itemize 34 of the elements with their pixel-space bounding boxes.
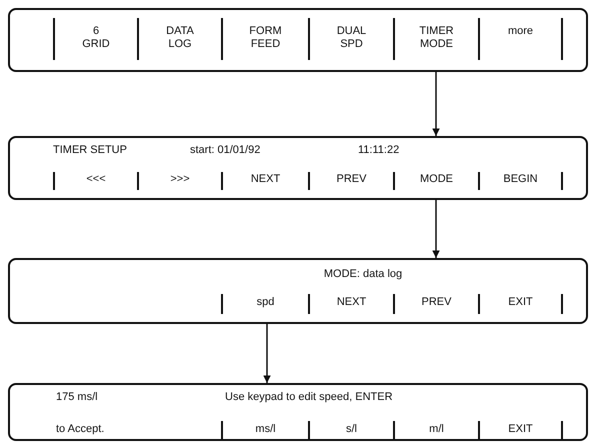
softkey-label: PREV <box>422 296 452 309</box>
softkey-label: NEXT <box>250 173 280 186</box>
screen-text: Use keypad to edit speed, ENTER <box>225 391 393 404</box>
softkey-label: DUAL SPD <box>336 25 368 51</box>
softkey-label: >>> <box>170 173 190 186</box>
screen-text: TIMER SETUP <box>53 144 127 157</box>
softkey-label: MODE <box>420 173 453 186</box>
screen-text: 175 ms/l <box>56 391 98 404</box>
screen-text: start: 01/01/92 <box>190 144 260 157</box>
screen-text: to Accept. <box>56 423 104 436</box>
softkey-label: EXIT <box>508 423 533 436</box>
softkey-label: BEGIN <box>503 173 538 186</box>
softkey-label: ms/l <box>255 423 276 436</box>
arrow <box>432 200 440 258</box>
softkey-label: more <box>506 25 534 38</box>
softkey-label: <<< <box>86 173 106 186</box>
display-screen <box>8 8 588 72</box>
softkey-label: MODE: data log <box>324 268 402 281</box>
softkey-label: NEXT <box>336 296 366 309</box>
softkey-label: EXIT <box>508 296 533 309</box>
softkey-label: 6 GRID <box>81 25 111 51</box>
softkey-label: s/l <box>346 423 357 436</box>
display-screen <box>8 136 588 200</box>
display-screen <box>8 258 588 324</box>
softkey-label: TIMER MODE <box>418 25 454 51</box>
arrow <box>432 72 440 136</box>
display-screen <box>8 383 588 441</box>
softkey-label: m/l <box>429 423 444 436</box>
arrow <box>263 324 271 383</box>
screen-text: 11:11:22 <box>358 144 400 157</box>
softkey-label: spd <box>256 296 274 309</box>
softkey-label: PREV <box>336 173 366 186</box>
softkey-label: DATA LOG <box>165 25 195 51</box>
softkey-label: FORM FEED <box>248 25 283 51</box>
